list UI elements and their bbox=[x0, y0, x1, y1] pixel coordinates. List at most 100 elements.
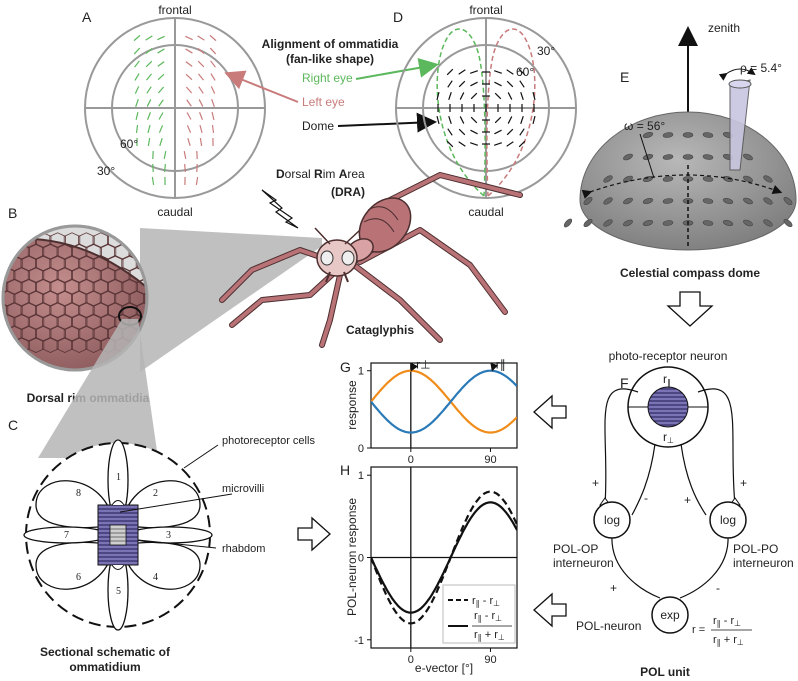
rho-label: ρ = 5.4° bbox=[740, 61, 782, 75]
dome-dash bbox=[458, 128, 466, 136]
eye-facet bbox=[92, 255, 109, 272]
eye-facet bbox=[42, 267, 59, 283]
eye-facet bbox=[35, 255, 52, 272]
eye-facet bbox=[121, 302, 138, 318]
eye-facet bbox=[27, 337, 45, 353]
ommatidium-dash bbox=[199, 137, 203, 147]
ommatidium-dash bbox=[158, 112, 164, 120]
dome-ommatidium bbox=[623, 153, 633, 161]
eye-facet bbox=[63, 325, 81, 342]
dome-dash bbox=[470, 92, 478, 100]
zoom-wedge-b bbox=[140, 228, 322, 372]
eye-facet bbox=[78, 325, 95, 342]
dome-dash bbox=[520, 116, 524, 124]
pol-neuron-label: POL-neuron bbox=[576, 619, 641, 633]
y-tick-label: 0 bbox=[358, 443, 364, 455]
arrow-f-to-h bbox=[533, 592, 567, 628]
eye-facet bbox=[114, 290, 131, 307]
dome-ommatidium bbox=[583, 218, 593, 228]
eye-facet bbox=[107, 279, 124, 295]
panel-d: D frontal caudal 60° 30° bbox=[393, 3, 577, 219]
cell-4: 4 bbox=[153, 572, 158, 583]
dome-dash bbox=[436, 91, 440, 101]
dome-ommatidium bbox=[662, 154, 674, 160]
y-tick-label: 1 bbox=[358, 366, 364, 378]
dome-ommatidium bbox=[702, 132, 714, 138]
dome-dash bbox=[519, 80, 525, 88]
ommatidium-dash bbox=[197, 35, 205, 41]
sign-minus-bottom: - bbox=[716, 581, 720, 595]
panel-a-60-label: 60° bbox=[120, 137, 138, 151]
ommatidium-dash bbox=[210, 60, 216, 68]
ommatidium-dash bbox=[184, 163, 186, 173]
panel-g-ylabel: response bbox=[345, 380, 359, 430]
panel-a-30-label: 30° bbox=[97, 164, 115, 178]
eye-facet bbox=[71, 337, 88, 353]
eye-facet bbox=[42, 314, 59, 330]
ommatidium-dash bbox=[198, 86, 204, 94]
formula-den: r∥ + r⊥ bbox=[713, 634, 744, 647]
ommatidium-dash bbox=[133, 47, 141, 55]
dome-caption: Celestial compass dome bbox=[620, 266, 760, 280]
sign-plus-right: + bbox=[684, 493, 691, 507]
ommatidium-dash bbox=[134, 73, 140, 81]
cell-8: 8 bbox=[76, 488, 81, 499]
ommatidium-dash bbox=[133, 34, 141, 42]
alignment-subtitle: (fan-like shape) bbox=[286, 52, 374, 66]
dome-dash bbox=[436, 115, 440, 125]
annotation-r-par: r∥ bbox=[496, 357, 506, 371]
panel-b-letter: B bbox=[8, 205, 17, 221]
eye-facet bbox=[56, 290, 73, 307]
dome-dash bbox=[507, 116, 513, 124]
eye-facet bbox=[71, 244, 88, 260]
ommatidium-dash bbox=[146, 99, 152, 107]
panel-a-frontal-label: frontal bbox=[158, 3, 191, 17]
exp-label: exp bbox=[660, 608, 680, 622]
eye-facet bbox=[78, 255, 95, 272]
x-tick-label: 90 bbox=[484, 454, 496, 466]
ommatidium-dash bbox=[135, 111, 139, 121]
eye-facet bbox=[6, 232, 23, 248]
eye-facet bbox=[3, 232, 9, 248]
panel-d-60-label: 60° bbox=[516, 65, 534, 79]
dome-dash bbox=[470, 116, 478, 124]
ommatidium-dash bbox=[195, 176, 199, 186]
dome-dash bbox=[458, 141, 466, 147]
ommatidium-dash bbox=[186, 125, 192, 133]
eye-facet bbox=[3, 279, 9, 295]
dome-dash bbox=[458, 69, 466, 75]
eye-facet bbox=[85, 314, 102, 330]
ommatidium-dash bbox=[211, 99, 215, 107]
ommatidium-dash bbox=[157, 48, 165, 54]
panel-a: A frontal caudal 60° 30° bbox=[82, 3, 266, 219]
ommatidium-dash bbox=[158, 99, 164, 107]
dome-dash bbox=[494, 129, 502, 135]
alignment-title: Alignment of ommatidia bbox=[262, 37, 399, 51]
eye-facet bbox=[35, 325, 52, 342]
dome-ommatidium bbox=[702, 154, 714, 160]
zoom-wedge-c bbox=[38, 319, 158, 458]
ommatidium-dash bbox=[151, 176, 155, 186]
sign-plus-left: + bbox=[592, 476, 599, 490]
panel-a-caudal-label: caudal bbox=[157, 205, 192, 219]
dome-dash bbox=[459, 116, 465, 124]
log-node-right bbox=[709, 501, 747, 539]
dome-dash bbox=[506, 69, 514, 75]
eye-facet bbox=[71, 290, 88, 307]
eye-facet bbox=[49, 325, 66, 342]
y-tick-label: 1 bbox=[358, 470, 364, 482]
rhabdom-label: rhabdom bbox=[222, 543, 265, 555]
ommatidium-dash bbox=[185, 86, 193, 94]
ommatidium-dash bbox=[134, 60, 140, 68]
ommatidium-dash bbox=[211, 111, 215, 121]
cell-7: 7 bbox=[64, 530, 69, 541]
dome-ommatidium bbox=[743, 175, 753, 183]
pol-po-sub: interneuron bbox=[733, 556, 794, 570]
cell-1: 1 bbox=[116, 472, 121, 483]
arrow-f-to-g bbox=[533, 394, 567, 430]
dome-ommatidium bbox=[763, 219, 773, 227]
eye-facet bbox=[49, 302, 66, 318]
eye-facet bbox=[63, 232, 81, 248]
eye-facet bbox=[3, 337, 16, 353]
eye-facet bbox=[49, 255, 66, 272]
